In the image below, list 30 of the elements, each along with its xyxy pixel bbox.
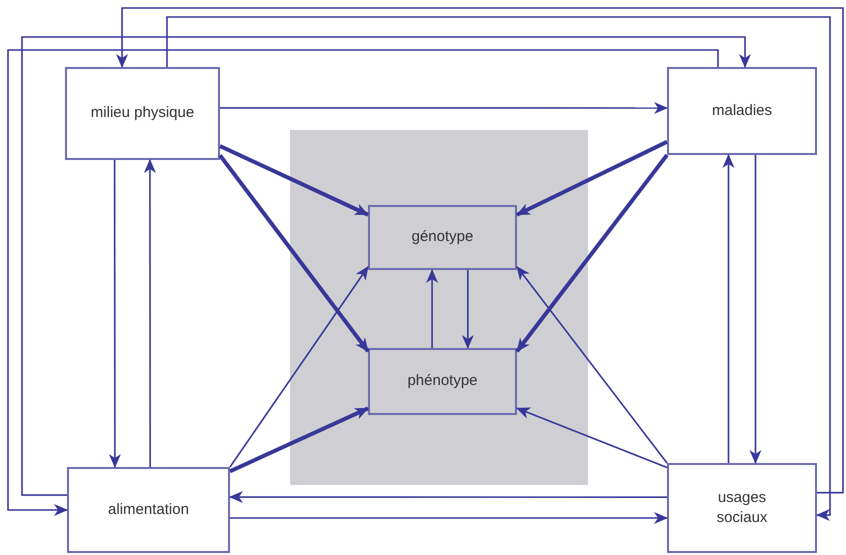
arrow bbox=[220, 102, 668, 114]
concept-box bbox=[667, 463, 817, 553]
shaded-panel bbox=[290, 130, 588, 485]
arrow bbox=[722, 154, 734, 463]
arrow bbox=[229, 266, 369, 468]
arrow bbox=[229, 491, 667, 504]
arrow bbox=[515, 154, 669, 353]
arrow bbox=[144, 159, 156, 467]
concept-box bbox=[368, 205, 517, 270]
arrow bbox=[516, 408, 668, 468]
arrow bbox=[108, 160, 121, 468]
arrow bbox=[516, 140, 668, 217]
concept-box bbox=[368, 348, 517, 415]
box-label: alimentation bbox=[107, 500, 190, 520]
box-label: phénotype bbox=[406, 371, 479, 392]
box-label: usages sociaux bbox=[716, 488, 768, 528]
concept-box bbox=[67, 467, 230, 553]
arrow bbox=[229, 406, 369, 474]
arrow bbox=[516, 266, 668, 464]
concept-box bbox=[667, 67, 817, 155]
box-label: maladies bbox=[710, 100, 774, 121]
arrow bbox=[219, 144, 369, 217]
arrow bbox=[750, 155, 762, 464]
concept-box bbox=[65, 67, 220, 160]
arrow bbox=[230, 512, 668, 524]
arrow bbox=[426, 269, 438, 348]
arrow bbox=[218, 154, 370, 353]
box-label: milieu physique bbox=[90, 103, 196, 124]
box-label: génotype bbox=[410, 227, 474, 248]
arrow bbox=[462, 270, 474, 349]
